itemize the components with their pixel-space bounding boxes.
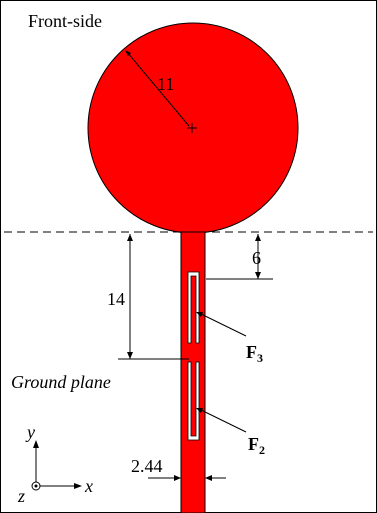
- ground-plane-label: Ground plane: [11, 372, 111, 392]
- z-axis-dot: [34, 484, 38, 488]
- slot-f3: [187, 271, 200, 344]
- slot-f2: [187, 361, 200, 441]
- y-axis-label: y: [25, 422, 35, 442]
- y-axis-arrow: [33, 440, 39, 448]
- port-f2-label: F2: [248, 434, 265, 457]
- feed-width-label: 2.44: [131, 456, 163, 476]
- x-axis-label: x: [84, 476, 93, 496]
- dim-6-arrow-top: [255, 234, 261, 241]
- x-axis-arrow: [74, 483, 82, 489]
- feed-line: [180, 231, 206, 513]
- front-side-title: Front-side: [28, 11, 102, 31]
- feed-width-right-arrow: [205, 475, 212, 481]
- slot-offset-label: 14: [107, 289, 125, 309]
- f2-leader-arrow: [196, 408, 203, 413]
- f3-leader-arrow: [196, 312, 203, 317]
- dim-6-arrow-bottom: [255, 272, 261, 279]
- dim-14-arrow-top: [127, 234, 133, 241]
- radius-label: 11: [157, 74, 174, 94]
- feed-width-left-arrow: [174, 475, 181, 481]
- dim-14-arrow-bottom: [127, 352, 133, 359]
- port-f3-label: F3: [246, 342, 263, 365]
- f2-leader: [198, 408, 247, 433]
- radius-arrowhead: [125, 50, 131, 56]
- z-axis-label: z: [17, 486, 25, 506]
- radius-line: [126, 51, 190, 127]
- gap-label: 6: [252, 248, 261, 268]
- f3-leader: [198, 312, 247, 337]
